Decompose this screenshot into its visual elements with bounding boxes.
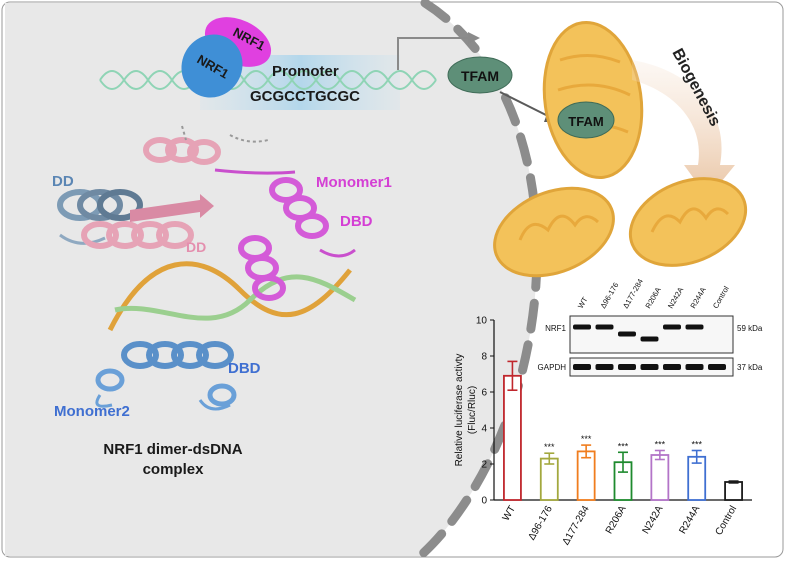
y-axis-label: Relative luciferase activty — [454, 354, 465, 467]
significance-marker: *** — [691, 440, 702, 450]
monomer1-pink-helices — [81, 125, 269, 249]
significance-marker: *** — [544, 442, 555, 452]
monomer2-label: Monomer2 — [54, 403, 130, 420]
y-tick-label: 0 — [481, 496, 487, 507]
bar — [576, 450, 596, 501]
dd-left-label: DD — [52, 173, 74, 190]
significance-marker: *** — [618, 441, 629, 451]
tfam-out-label: TFAM — [461, 68, 499, 84]
blot-band-nrf1 — [640, 336, 659, 342]
complex-title-line2: complex — [143, 461, 205, 478]
blot-band-gapdh — [685, 364, 704, 370]
protein-structure — [57, 125, 357, 411]
nrf1-bottom-ellipse — [181, 34, 243, 98]
blot-bands — [573, 324, 726, 370]
blot-nrf1-panel — [569, 315, 734, 354]
blot-row-label-gapdh: GAPDH — [538, 363, 567, 372]
blot-band-nrf1 — [685, 324, 704, 330]
tfam-cytosolic: TFAM — [447, 56, 513, 94]
blot-row-label-nrf1: NRF1 — [545, 324, 566, 333]
mitochondrion-top: TFAM — [542, 20, 644, 180]
blot-band-nrf1 — [663, 324, 681, 330]
transcription-arrow — [397, 32, 480, 70]
y-tick-label: 10 — [476, 316, 488, 327]
mitochondrion-left — [493, 186, 615, 278]
blot-size-gapdh: 37 kDa — [737, 363, 763, 372]
monomer1-label: Monomer1 — [316, 174, 392, 191]
blot-band-gapdh — [595, 364, 614, 370]
mitochondrion-right — [628, 177, 748, 267]
bar — [724, 481, 743, 501]
dbd-bottom-label: DBD — [228, 360, 261, 377]
blot-band-nrf1 — [595, 324, 614, 330]
monomer2-blue-helices — [95, 341, 237, 411]
blot-band-nrf1 — [573, 324, 591, 330]
blot-band-gapdh — [663, 364, 681, 370]
blot-band-gapdh — [708, 364, 726, 370]
blot-band-nrf1 — [618, 331, 636, 337]
significance-marker: *** — [655, 440, 666, 450]
dbd-right-label: DBD — [340, 213, 373, 230]
dd-left-helices — [57, 189, 143, 245]
bar — [650, 454, 670, 501]
blot-band-gapdh — [618, 364, 636, 370]
y-tick-label: 8 — [481, 352, 487, 363]
monomer1-magenta-helices — [214, 168, 356, 301]
y-axis-label-unit: (Fluc/Rluc) — [467, 386, 478, 434]
blot-band-gapdh — [573, 364, 591, 370]
promoter-label: Promoter — [272, 63, 339, 80]
promoter-sequence: GCGCCTGCGC — [250, 88, 360, 105]
y-tick-label: 4 — [481, 424, 487, 435]
dd-center-label: DD — [186, 239, 206, 255]
y-tick-label: 6 — [481, 388, 487, 399]
blot-size-nrf1: 59 kDa — [737, 324, 763, 333]
blot-band-gapdh — [640, 364, 659, 370]
bar — [503, 374, 522, 501]
tfam-in-label: TFAM — [568, 114, 603, 129]
complex-title-line1: NRF1 dimer-dsDNA — [103, 441, 242, 458]
significance-marker: *** — [581, 434, 592, 444]
y-tick-label: 2 — [481, 460, 487, 471]
nrf1-dimer-cartoon: NRF1 NRF1 — [181, 17, 272, 98]
bar — [539, 457, 559, 501]
